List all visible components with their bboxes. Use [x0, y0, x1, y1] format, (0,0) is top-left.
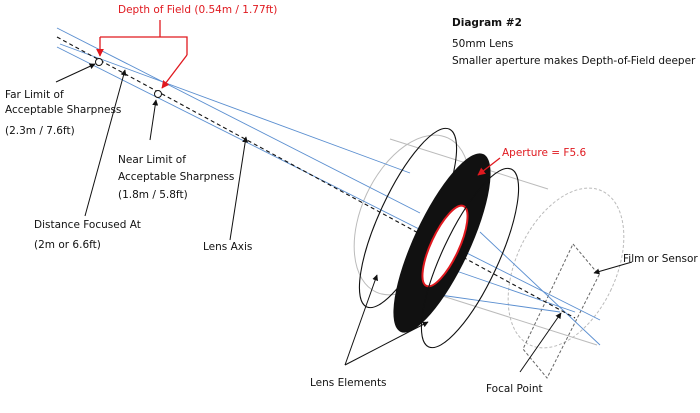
lens-axis-label: Lens Axis [203, 241, 252, 253]
depth-of-field-bracket [96, 20, 188, 89]
near-limit-label-2: Acceptable Sharpness [118, 171, 234, 183]
pointer-arrows [55, 63, 633, 373]
lens-axis-line [56, 36, 576, 319]
far-limit-marker [95, 58, 103, 66]
aperture-label: Aperture = F5.6 [502, 147, 586, 159]
near-limit-marker [154, 90, 162, 98]
far-limit-label-2: Acceptable Sharpness [5, 104, 121, 116]
far-limit-label-3: (2.3m / 7.6ft) [5, 125, 75, 137]
distance-focused-label-2: (2m or 6.6ft) [34, 239, 101, 251]
diagram-caption: Smaller aperture makes Depth-of-Field de… [452, 55, 696, 67]
focal-point-label: Focal Point [486, 383, 543, 395]
rear-lens-element [420, 167, 520, 349]
film-sensor-label: Film or Sensor [623, 253, 698, 265]
diagram-subtitle: 50mm Lens [452, 38, 513, 50]
film-sensor-plane [522, 243, 600, 379]
depth-of-field-label: Depth of Field (0.54m / 1.77ft) [118, 4, 277, 16]
distance-focused-label-1: Distance Focused At [34, 219, 141, 231]
far-limit-label-1: Far Limit of [5, 89, 64, 101]
lens-elements-label: Lens Elements [310, 377, 387, 389]
near-limit-label-1: Near Limit of [118, 154, 186, 166]
aperture-arrow [477, 157, 501, 176]
diagram-title: Diagram #2 [452, 17, 522, 29]
lens-barrel [353, 134, 625, 349]
near-limit-label-3: (1.8m / 5.8ft) [118, 189, 188, 201]
